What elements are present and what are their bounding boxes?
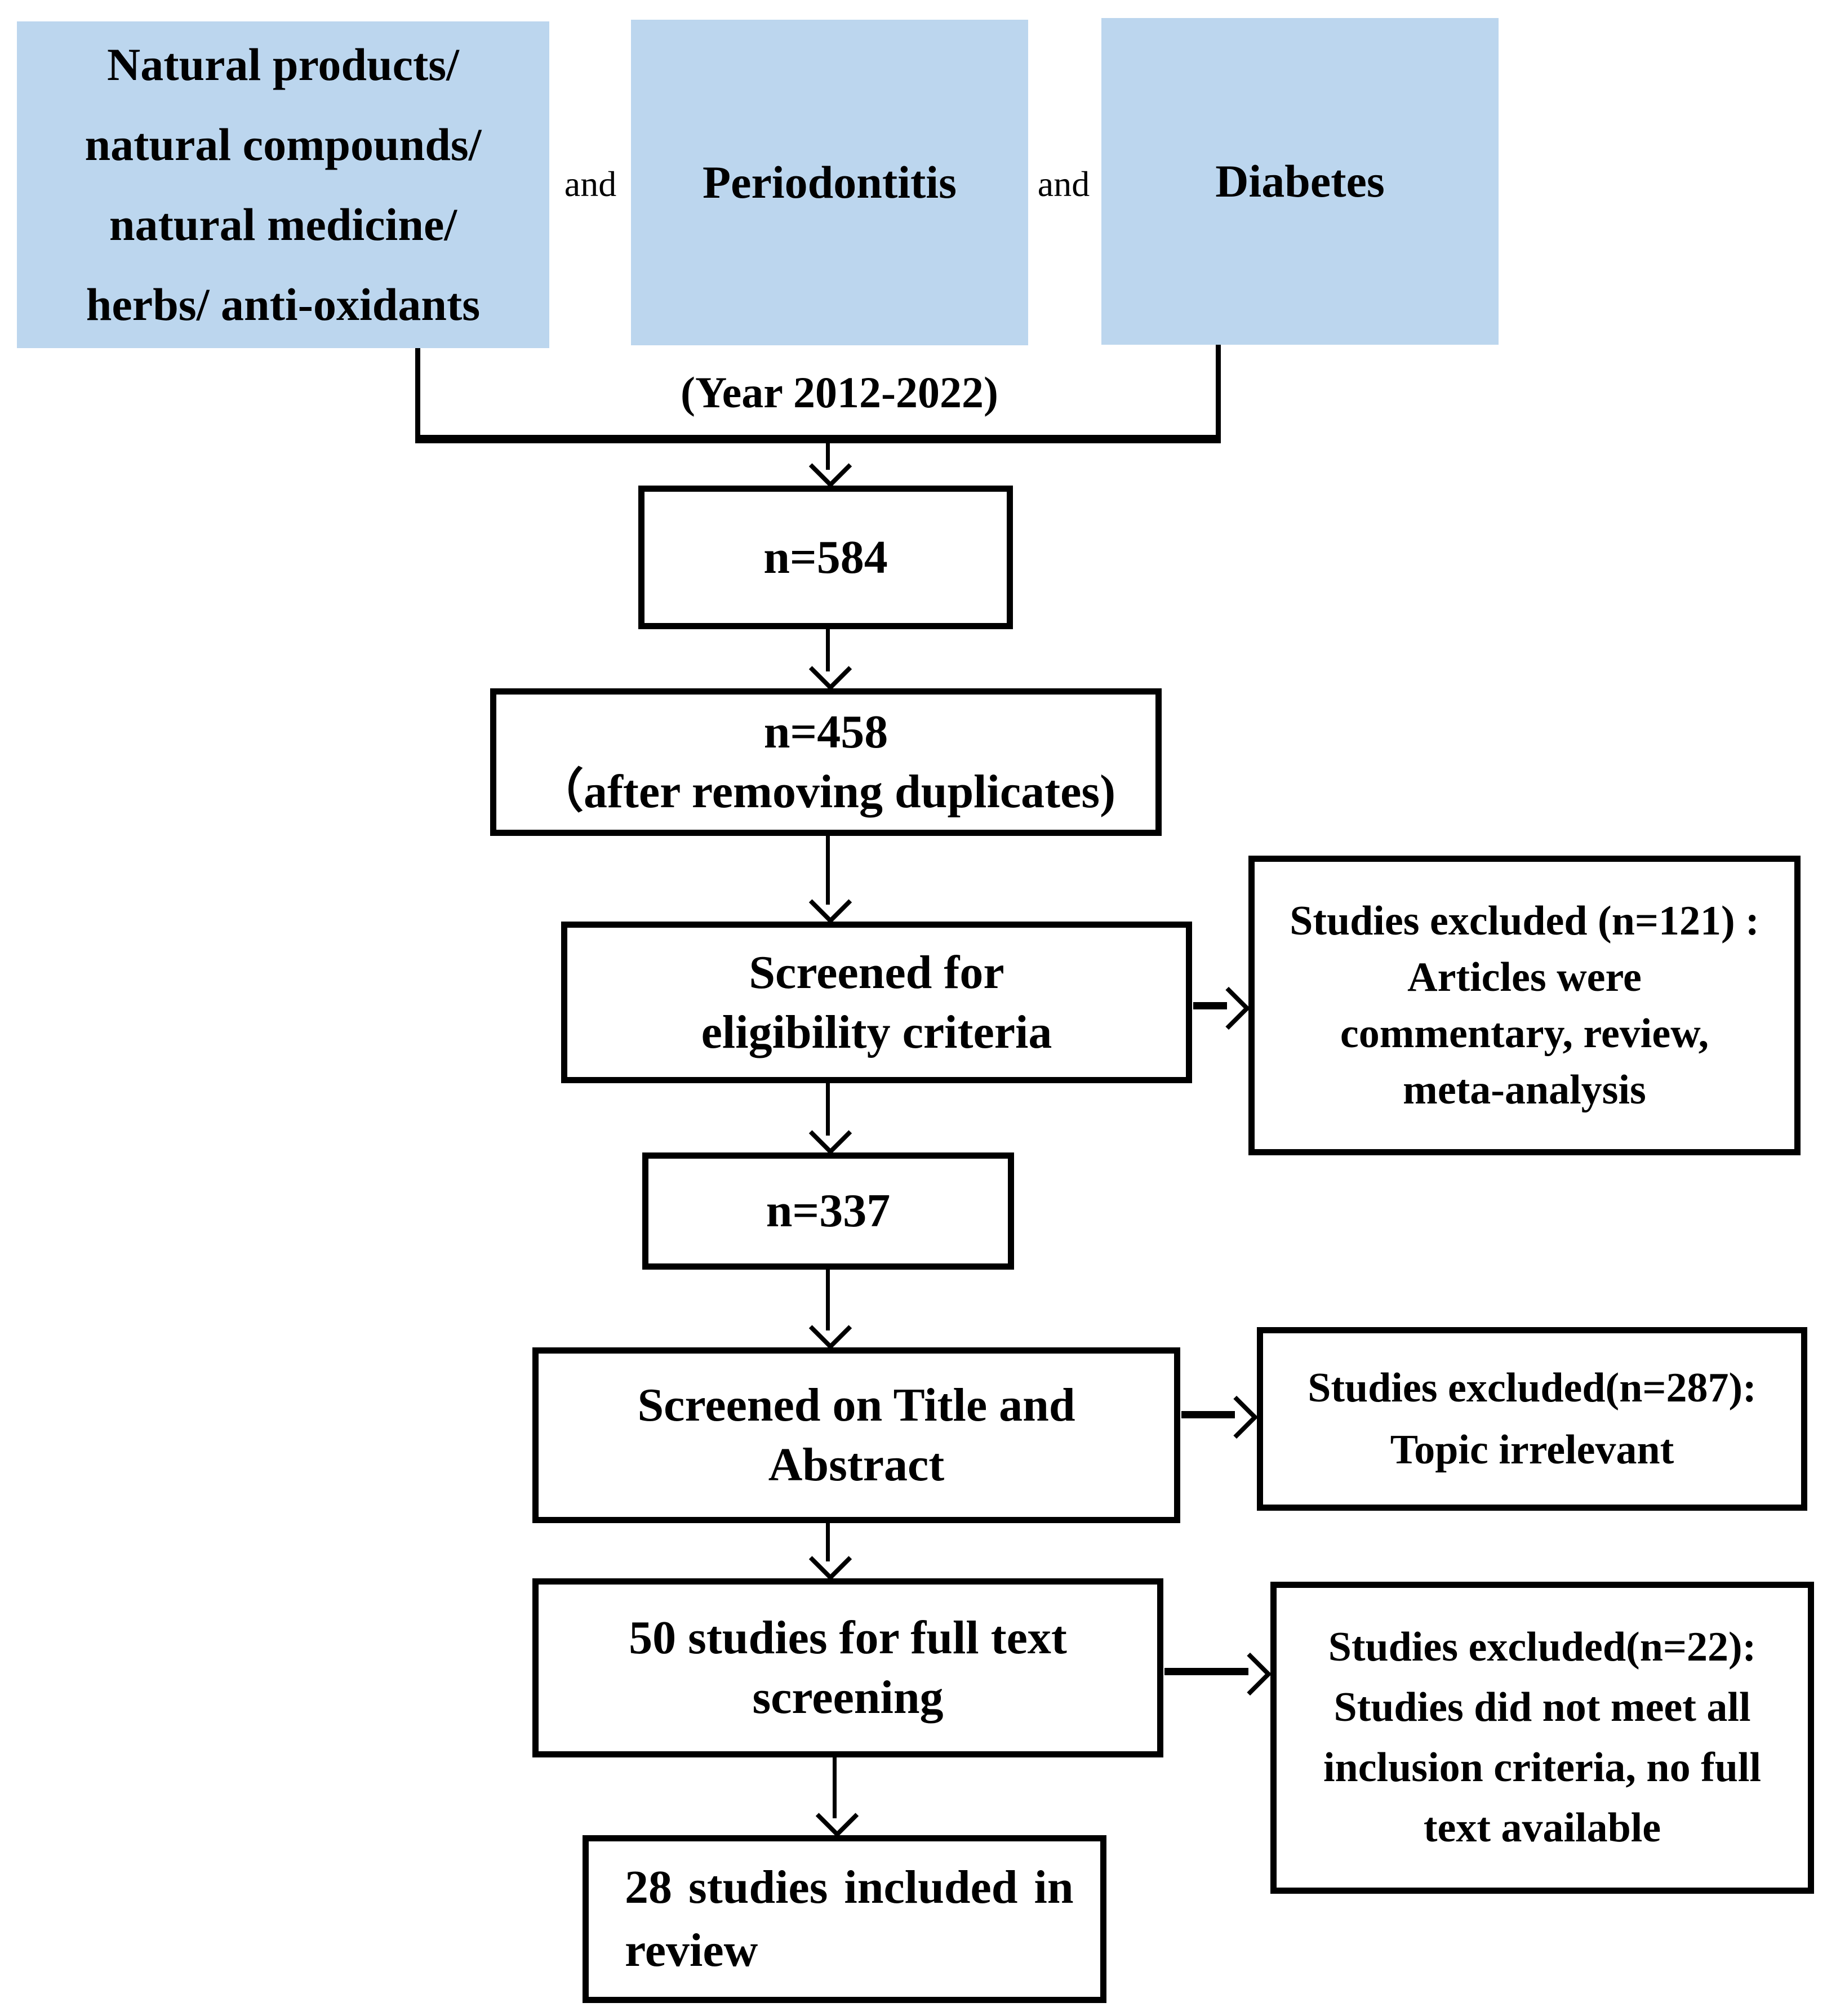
- flow-box-after-removing-duplicates: n=458 （after removing duplicates): [490, 688, 1162, 836]
- arrow-right-head: [1228, 1652, 1272, 1696]
- step-label-line: eligibility criteria: [701, 1005, 1052, 1058]
- search-term-line: natural compounds/: [85, 119, 482, 170]
- exclusion-line: inclusion criteria, no full: [1323, 1744, 1761, 1791]
- arrow-down-head: [815, 1794, 859, 1838]
- arrow-down-head: [808, 1306, 852, 1350]
- exclusion-line: Studies did not meet all: [1333, 1684, 1751, 1730]
- arrow-down-stem: [826, 1083, 830, 1136]
- arrow-right-head: [1215, 1395, 1259, 1439]
- arrow-right-stem: [1164, 1668, 1248, 1675]
- record-count: n=584: [763, 531, 888, 584]
- record-count: n=337: [766, 1185, 891, 1237]
- exclusion-line: Studies excluded (n=121) :: [1290, 898, 1759, 944]
- arrow-down-stem: [826, 1523, 830, 1561]
- exclusion-line: Articles were: [1407, 954, 1642, 1000]
- record-count: n=458: [763, 706, 888, 758]
- bracket-right-line: [1216, 345, 1221, 438]
- arrow-down-head: [808, 647, 852, 691]
- flow-box-screened-eligibility: Screened for eligibility criteria: [561, 922, 1192, 1083]
- search-term-line: Natural products/: [107, 39, 459, 90]
- exclusion-line: Studies excluded(n=287):: [1308, 1365, 1757, 1411]
- search-term-box-periodontitis: Periodontitis: [631, 20, 1028, 345]
- step-label-line: Screened on Title and: [637, 1379, 1075, 1431]
- included-line: 28 studies included in: [625, 1861, 1074, 1913]
- arrow-down-head: [808, 1537, 852, 1581]
- year-range-label: (Year 2012-2022): [681, 368, 998, 417]
- search-term-line: herbs/ anti-oxidants: [86, 279, 481, 330]
- arrow-down-head: [808, 880, 852, 924]
- exclusion-line: Topic irrelevant: [1390, 1427, 1674, 1473]
- arrow-down-stem: [826, 836, 830, 905]
- exclusion-box-title-abstract: Studies excluded(n=287): Topic irrelevan…: [1257, 1327, 1807, 1511]
- arrow-down-stem: [826, 443, 830, 470]
- step-label-line: 50 studies for full text: [629, 1612, 1067, 1664]
- step-label-line: Screened for: [749, 946, 1004, 999]
- search-term-line: Diabetes: [1215, 155, 1385, 207]
- flow-box-after-eligibility: n=337: [642, 1152, 1014, 1270]
- step-label-line: screening: [752, 1671, 944, 1724]
- exclusion-line: commentary, review,: [1340, 1011, 1709, 1057]
- arrow-down-stem: [833, 1757, 837, 1818]
- search-term-line: Periodontitis: [703, 157, 957, 208]
- arrow-right-head: [1207, 986, 1251, 1030]
- arrow-down-stem: [826, 628, 830, 671]
- included-line: review: [625, 1924, 758, 1977]
- arrow-down-stem: [826, 1270, 830, 1330]
- search-term-box-diabetes: Diabetes: [1101, 18, 1499, 345]
- flow-box-full-text-screening: 50 studies for full text screening: [532, 1578, 1163, 1757]
- bracket-left-line: [415, 348, 420, 438]
- arrow-right-stem: [1181, 1411, 1235, 1418]
- exclusion-line: text available: [1423, 1805, 1661, 1851]
- bracket-horizontal-line: [415, 435, 1221, 443]
- arrow-down-head: [808, 444, 852, 488]
- exclusion-line: meta-analysis: [1403, 1067, 1646, 1113]
- boolean-and-label-2: and: [1037, 164, 1090, 204]
- exclusion-box-eligibility: Studies excluded (n=121) : Articles were…: [1248, 856, 1801, 1155]
- flow-box-screened-title-abstract: Screened on Title and Abstract: [532, 1347, 1180, 1523]
- exclusion-box-full-text: Studies excluded(n=22): Studies did not …: [1270, 1582, 1814, 1894]
- exclusion-line: Studies excluded(n=22):: [1328, 1624, 1757, 1670]
- arrow-down-head: [808, 1111, 852, 1155]
- search-term-box-natural-products: Natural products/ natural compounds/ nat…: [17, 21, 549, 348]
- dedup-note: （after removing duplicates): [536, 766, 1116, 818]
- arrow-right-stem: [1193, 1002, 1227, 1009]
- flow-box-records-identified: n=584: [638, 486, 1013, 629]
- step-label-line: Abstract: [768, 1439, 945, 1491]
- search-term-line: natural medicine/: [109, 199, 457, 250]
- boolean-and-label-1: and: [564, 164, 617, 204]
- flow-box-included-in-review: 28 studies included in review: [583, 1835, 1106, 2003]
